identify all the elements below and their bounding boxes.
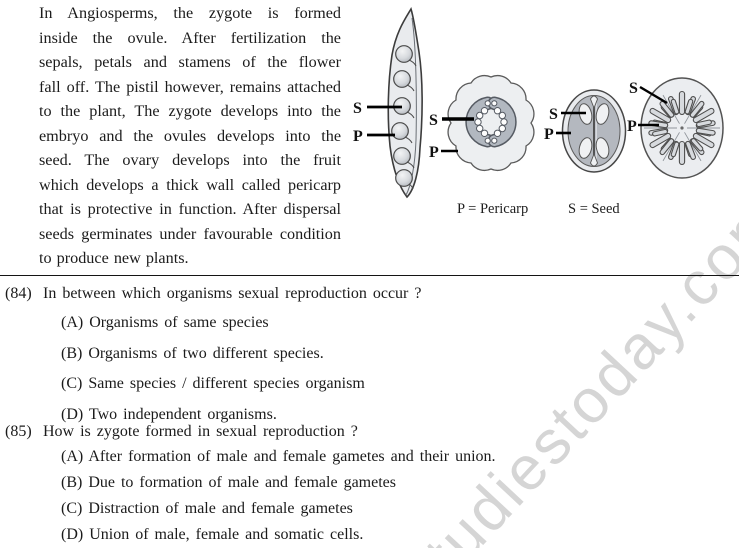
curled-seed-rows [465, 96, 517, 148]
option-a: (A) After formation of male and female g… [61, 448, 496, 465]
intro-line: to the plant, The zygote develops into t… [39, 102, 341, 120]
bottom-nub [590, 152, 598, 167]
question-text: In between which organisms sexual reprod… [43, 285, 422, 302]
wavy-pericarp [447, 74, 535, 172]
option-c: (C) Distraction of male and female gamet… [61, 500, 353, 517]
intro-line: fall off. The pistil however, remains at… [39, 77, 341, 96]
options-list: (A) After formation of male and female g… [0, 444, 739, 548]
pod-seeds [391, 45, 413, 187]
question-number: (84) [5, 285, 32, 302]
question-number: (85) [5, 423, 32, 440]
citrus-fruit-diagram: S P [627, 77, 725, 179]
section-divider [0, 275, 739, 276]
pericarp-label: P [544, 126, 554, 143]
oval-fruit-diagram: S P [544, 89, 627, 173]
top-nub [590, 95, 598, 110]
seed-caption: S = Seed [568, 201, 620, 217]
intro-line: embryo and the ovules develops into the [39, 126, 341, 145]
seed-label: S [353, 100, 362, 117]
question-85: (85) How is zygote formed in sexual repr… [0, 420, 739, 548]
intro-line: to produce new plants. [39, 249, 189, 267]
question-text: How is zygote formed in sexual reproduct… [43, 423, 358, 440]
option-c: (C) Same species / different species org… [61, 375, 365, 393]
question-header: (84) In between which organisms sexual r… [0, 282, 739, 306]
leader-line [639, 85, 668, 105]
intro-line: which develops a thick wall called peric… [39, 175, 341, 194]
options-list: (A) Organisms of same species (B) Organi… [0, 306, 739, 430]
pericarp-caption: P = Pericarp [457, 201, 528, 217]
option-d: (D) Union of male, female and somatic ce… [61, 526, 364, 543]
question-header: (85) How is zygote formed in sexual repr… [0, 420, 739, 444]
option-b: (B) Organisms of two different species. [61, 344, 324, 362]
pea-pod-diagram: S P [353, 7, 423, 199]
option-d: (D) Two independent organisms. [61, 405, 277, 423]
intro-line: sepals, petals and stamens of the flower [39, 53, 341, 71]
wavy-fruit-diagram: S P [429, 74, 535, 172]
fruit-diagrams-figure: S P S P [353, 7, 725, 217]
intro-line: that is protective in function. After di… [39, 200, 341, 218]
seed-label: S [549, 106, 558, 123]
seed-stalks [404, 59, 417, 190]
option-a: (A) Organisms of same species [61, 314, 269, 331]
seed-label: S [629, 80, 638, 97]
citrus-center [680, 126, 684, 130]
pericarp-label: P [353, 128, 363, 145]
seed-label: S [429, 112, 438, 129]
intro-line: inside the ovule. After fertilization th… [39, 28, 341, 47]
intro-line: seeds germinates under favourable condit… [39, 224, 341, 243]
question-84: (84) In between which organisms sexual r… [0, 282, 739, 430]
pericarp-label: P [627, 118, 637, 135]
sector-lines [644, 94, 720, 162]
seed-scallops [474, 100, 508, 144]
intro-paragraph: In Angiosperms, the zygote is formed ins… [39, 1, 341, 271]
pericarp-label: P [429, 144, 439, 161]
intro-line: In Angiosperms, the zygote is formed [39, 4, 341, 22]
option-b: (B) Due to formation of male and female … [61, 474, 396, 491]
intro-line: seed. The ovary develops into the fruit [39, 151, 341, 169]
